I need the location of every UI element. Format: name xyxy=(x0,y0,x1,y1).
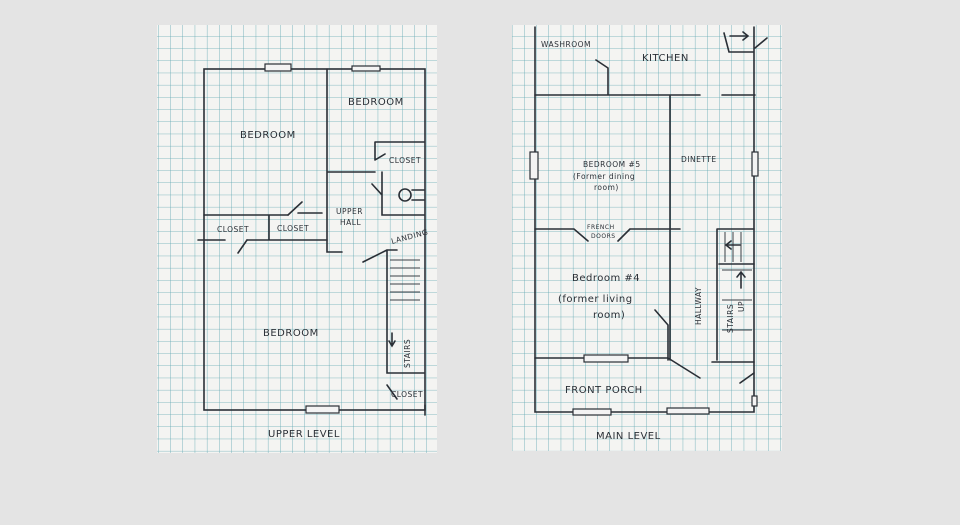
room-note: (Former dining xyxy=(573,172,635,181)
room-label-upper-hall: UPPER xyxy=(336,207,363,216)
plan-title: MAIN LEVEL xyxy=(596,431,661,442)
room-label-bedroom-4: Bedroom #4 xyxy=(572,273,640,284)
window xyxy=(666,407,710,415)
upper-level-plan: BEDROOM BEDROOM BEDROOM CLOSET CLOSET CL… xyxy=(157,25,437,453)
room-label-stairs-up: UP xyxy=(737,301,746,312)
room-label-closet: CLOSET xyxy=(391,390,423,399)
window xyxy=(751,151,759,177)
window xyxy=(751,395,758,407)
window xyxy=(529,151,539,180)
plan-title: UPPER LEVEL xyxy=(268,429,340,440)
main-outer-wall xyxy=(534,26,755,413)
room-label-bedroom: BEDROOM xyxy=(240,130,296,141)
room-note: (former living xyxy=(558,294,633,305)
room-label-upper-hall: HALL xyxy=(340,218,361,227)
room-label-kitchen: KITCHEN xyxy=(642,53,689,64)
window xyxy=(305,405,340,414)
label-french-doors: DOORS xyxy=(591,233,616,240)
room-label-closet: CLOSET xyxy=(389,156,421,165)
room-label-stairs: STAIRS xyxy=(726,304,735,333)
room-label-stairs: STAIRS xyxy=(403,339,412,368)
room-label-bedroom: BEDROOM xyxy=(348,97,404,108)
arrow-up-icon xyxy=(736,270,746,289)
arrow-left-icon xyxy=(724,240,741,250)
window xyxy=(583,354,629,363)
back-stairs xyxy=(723,31,768,53)
room-label-closet: CLOSET xyxy=(217,225,249,234)
room-label-hallway: HALLWAY xyxy=(694,287,703,325)
room-note: room) xyxy=(593,310,625,321)
room-note: room) xyxy=(594,183,619,192)
main-level-plan: WASHROOM KITCHEN BEDROOM #5 (Former dini… xyxy=(512,25,782,451)
window xyxy=(264,63,292,72)
window xyxy=(572,408,612,416)
label-french-doors: FRENCH xyxy=(587,224,615,231)
room-label-front-porch: FRONT PORCH xyxy=(565,385,643,396)
arrow-down-icon xyxy=(388,332,396,348)
room-label-closet: CLOSET xyxy=(277,224,309,233)
room-label-dinette: DINETTE xyxy=(681,155,717,164)
room-label-washroom: WASHROOM xyxy=(541,40,591,49)
room-label-bedroom: BEDROOM xyxy=(263,328,319,339)
room-label-bedroom-5: BEDROOM #5 xyxy=(583,160,641,169)
window xyxy=(351,65,381,72)
